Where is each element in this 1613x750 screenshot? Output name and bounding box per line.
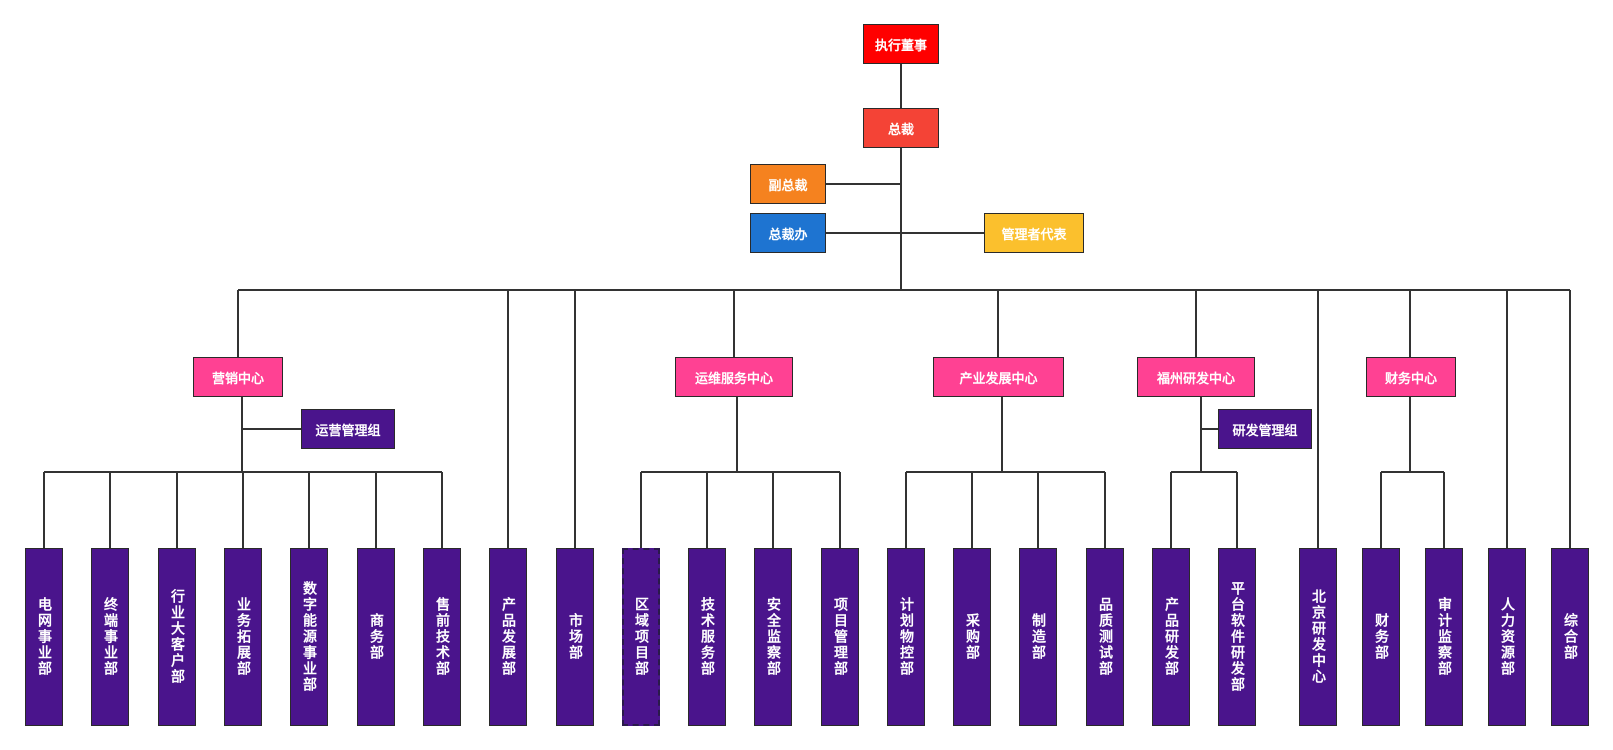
node-department[interactable]: 安全监察部	[754, 548, 792, 726]
node-label: 售前技术部	[434, 597, 450, 677]
node-department[interactable]: 计划物控部	[887, 548, 925, 726]
node-industry-development-center[interactable]: 产业发展中心	[933, 357, 1064, 397]
node-label: 综合部	[1562, 613, 1578, 661]
node-department[interactable]: 技术服务部	[688, 548, 726, 726]
node-department[interactable]: 财务部	[1362, 548, 1400, 726]
node-department[interactable]: 平台软件研发部	[1218, 548, 1256, 726]
node-marketing-center[interactable]: 营销中心	[193, 357, 283, 397]
node-label: 行业大客户部	[169, 589, 185, 685]
node-department[interactable]: 人力资源部	[1488, 548, 1526, 726]
node-label: 电网事业部	[36, 597, 52, 677]
node-label: 财务中心	[1384, 371, 1437, 387]
node-label: 采购部	[964, 613, 980, 661]
node-label: 项目管理部	[832, 597, 848, 677]
node-label: 研发管理组	[1232, 423, 1298, 439]
node-department[interactable]: 售前技术部	[423, 548, 461, 726]
node-finance-center[interactable]: 财务中心	[1366, 357, 1456, 397]
node-label: 技术服务部	[699, 597, 715, 677]
node-department[interactable]: 采购部	[953, 548, 991, 726]
node-department[interactable]: 北京研发中心	[1299, 548, 1337, 726]
node-label: 管理者代表	[1001, 227, 1067, 243]
node-label: 产品研发部	[1163, 597, 1179, 677]
node-department[interactable]: 市场部	[556, 548, 594, 726]
node-label: 制造部	[1030, 613, 1046, 661]
node-executive-director[interactable]: 执行董事	[863, 24, 939, 64]
node-label: 福州研发中心	[1156, 371, 1235, 387]
node-department[interactable]: 终端事业部	[91, 548, 129, 726]
node-department[interactable]: 制造部	[1019, 548, 1057, 726]
node-label: 营销中心	[211, 371, 264, 387]
node-label: 运营管理组	[315, 423, 381, 439]
node-ops-service-center[interactable]: 运维服务中心	[675, 357, 793, 397]
node-label: 产业发展中心	[959, 371, 1038, 387]
node-label: 总裁	[887, 122, 914, 138]
node-label: 业务拓展部	[235, 597, 251, 677]
node-label: 平台软件研发部	[1229, 581, 1245, 693]
node-label: 市场部	[567, 613, 583, 661]
node-label: 北京研发中心	[1310, 589, 1326, 685]
node-department[interactable]: 数字能源事业部	[290, 548, 328, 726]
node-label: 商务部	[368, 613, 384, 661]
node-department[interactable]: 产品研发部	[1152, 548, 1190, 726]
node-label: 人力资源部	[1499, 597, 1515, 677]
node-department[interactable]: 综合部	[1551, 548, 1589, 726]
node-label: 安全监察部	[765, 597, 781, 677]
node-vice-president[interactable]: 副总裁	[750, 164, 826, 204]
node-label: 财务部	[1373, 613, 1389, 661]
node-label: 执行董事	[874, 38, 927, 54]
node-label: 产品发展部	[500, 597, 516, 677]
node-department[interactable]: 区域项目部	[622, 548, 660, 726]
node-department[interactable]: 行业大客户部	[158, 548, 196, 726]
node-label: 运维服务中心	[694, 371, 773, 387]
node-management-representative[interactable]: 管理者代表	[984, 213, 1084, 253]
node-department[interactable]: 商务部	[357, 548, 395, 726]
node-label: 总裁办	[768, 227, 808, 243]
node-label: 终端事业部	[102, 597, 118, 677]
node-fuzhou-rd-center[interactable]: 福州研发中心	[1137, 357, 1255, 397]
node-president[interactable]: 总裁	[863, 108, 939, 148]
node-department[interactable]: 品质测试部	[1086, 548, 1124, 726]
node-president-office[interactable]: 总裁办	[750, 213, 826, 253]
node-department[interactable]: 项目管理部	[821, 548, 859, 726]
node-label: 区域项目部	[633, 597, 649, 677]
node-label: 数字能源事业部	[301, 581, 317, 693]
node-label: 品质测试部	[1097, 597, 1113, 677]
node-department[interactable]: 产品发展部	[489, 548, 527, 726]
node-operations-management-group[interactable]: 运营管理组	[301, 409, 395, 449]
node-label: 副总裁	[768, 178, 808, 194]
node-department[interactable]: 业务拓展部	[224, 548, 262, 726]
node-label: 计划物控部	[898, 597, 914, 677]
node-label: 审计监察部	[1436, 597, 1452, 677]
node-rd-management-group[interactable]: 研发管理组	[1218, 409, 1312, 449]
node-department[interactable]: 审计监察部	[1425, 548, 1463, 726]
node-department[interactable]: 电网事业部	[25, 548, 63, 726]
